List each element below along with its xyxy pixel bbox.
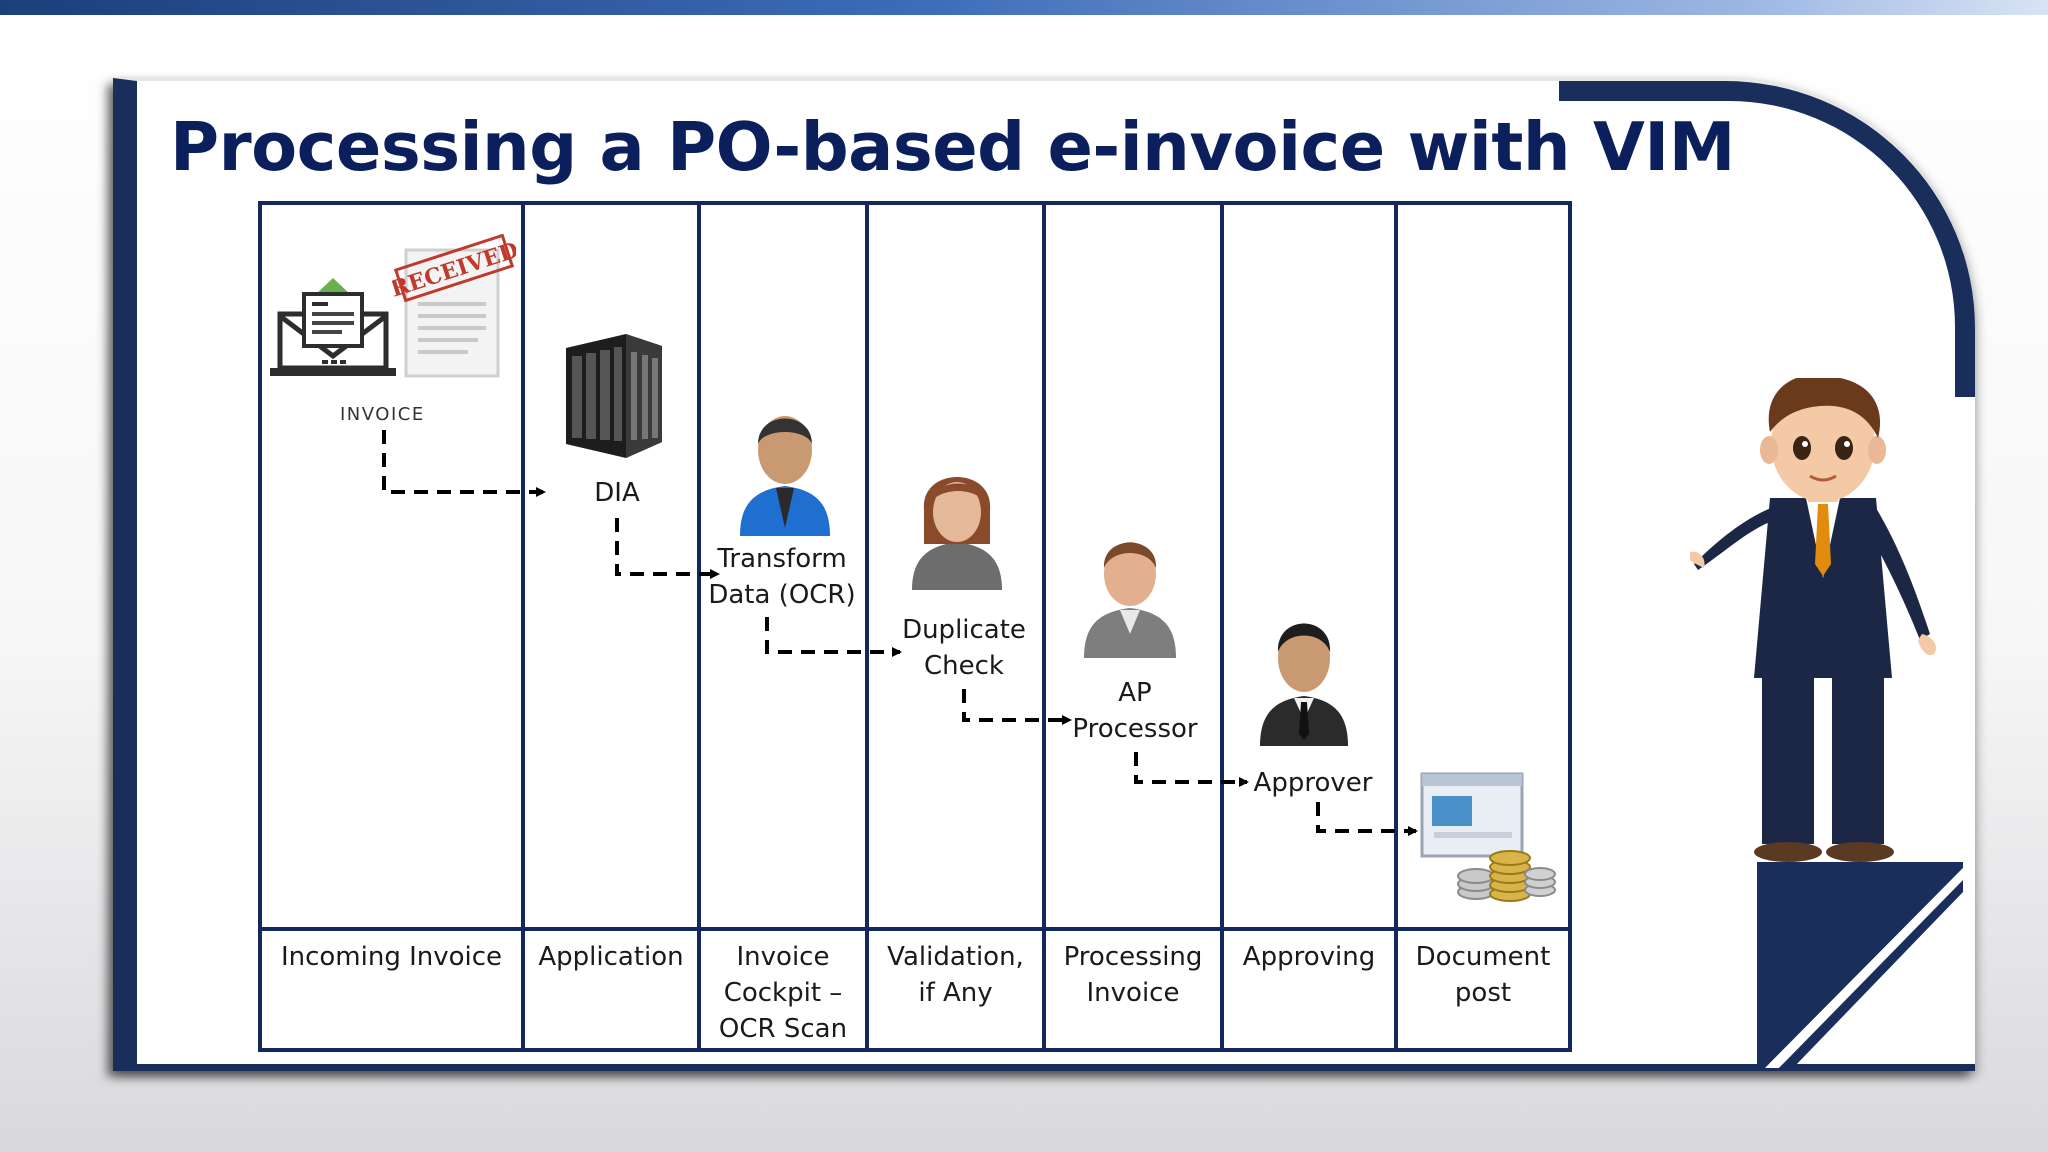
- presenter-character-icon: [1690, 378, 1937, 862]
- column-divider: [1042, 205, 1046, 1048]
- pedestal-block: [1757, 862, 1963, 1068]
- connector-transform-to-duplicate: [765, 617, 902, 657]
- column-label-application: Application: [538, 942, 684, 972]
- node-label-transform-data: Transform Data (OCR): [708, 544, 856, 610]
- page-title: Processing a PO-based e-invoice with VIM: [170, 108, 1735, 186]
- node-label-approver: Approver: [1253, 768, 1373, 798]
- server-rack-icon: [566, 334, 662, 458]
- column-divider: [697, 205, 701, 1048]
- connector-duplicate-to-ap: [962, 689, 1072, 725]
- column-label-document-post: Document post: [1415, 942, 1551, 1008]
- column-label-approving: Approving: [1242, 942, 1376, 972]
- column-label-processing-invoice: Processing Invoice: [1063, 942, 1203, 1008]
- connector-invoice-to-dia: [382, 430, 546, 497]
- node-label-duplicate-check: Duplicate Check: [902, 615, 1026, 681]
- column-label-invoice-cockpit: Invoice Cockpit – OCR Scan: [718, 942, 848, 1044]
- column-divider: [865, 205, 869, 1048]
- top-accent-bar: [0, 0, 2048, 15]
- coins-document-icon: [1420, 772, 1556, 902]
- connector-approver-to-post: [1316, 802, 1418, 836]
- row-divider: [262, 927, 1568, 931]
- connector-ap-to-approver: [1134, 752, 1249, 787]
- column-label-validation: Validation, if Any: [887, 942, 1024, 1008]
- received-document-icon: RECEIVED: [392, 233, 516, 378]
- column-divider: [1220, 205, 1224, 1048]
- businessman-user-icon: [1260, 623, 1348, 746]
- female-user-icon: [912, 477, 1002, 590]
- column-divider: [1394, 205, 1398, 1048]
- column-divider: [521, 205, 525, 1048]
- column-label-incoming-invoice: Incoming Invoice: [280, 942, 503, 972]
- email-laptop-icon: [270, 278, 396, 376]
- invoice-caption: INVOICE: [340, 404, 425, 425]
- gray-shirt-user-icon: [1084, 542, 1176, 658]
- connector-dia-to-transform: [615, 518, 720, 579]
- blue-shirt-user-icon: [740, 416, 830, 536]
- node-label-dia: DIA: [594, 478, 640, 508]
- node-label-ap-processor: AP Processor: [1072, 678, 1198, 744]
